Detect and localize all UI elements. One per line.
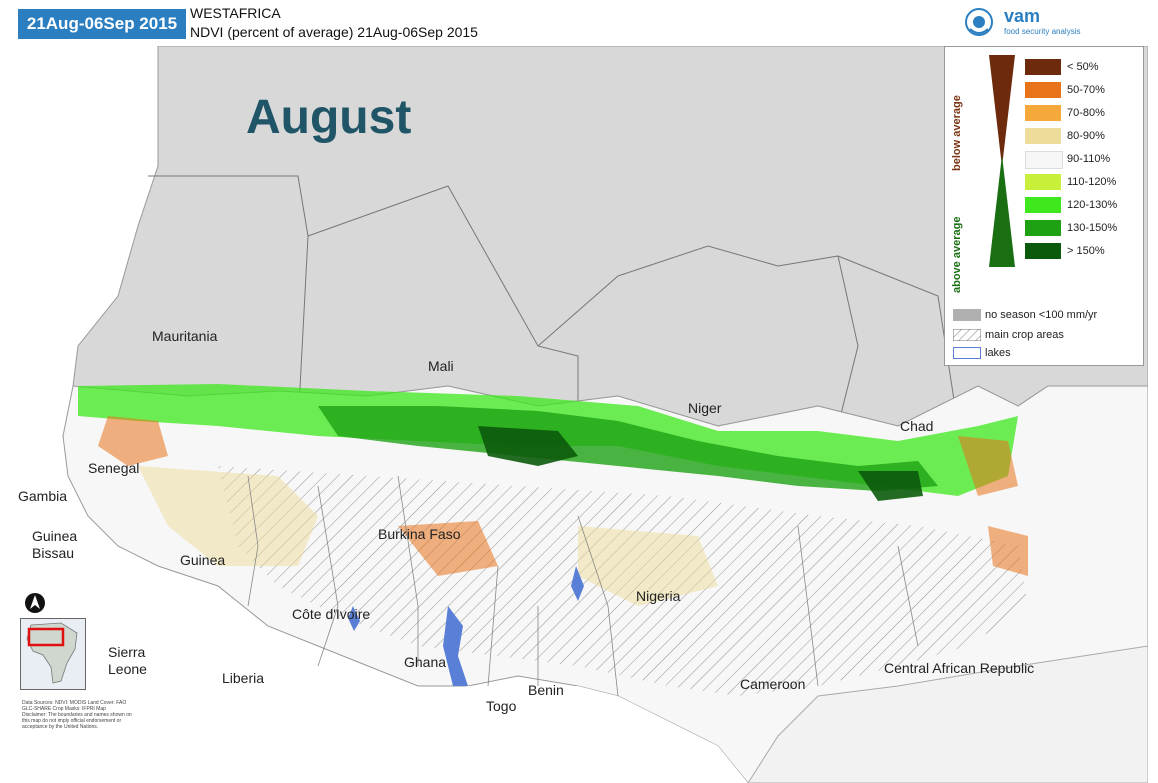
north-arrow-icon [25, 593, 45, 613]
legend-crop-areas: main crop areas [985, 329, 1064, 341]
gulf-of-guinea [18, 546, 748, 783]
locator-inset-map [20, 618, 86, 690]
swatch-gt150 [1025, 243, 1061, 259]
legend-80-90: 80-90% [1067, 130, 1105, 142]
wfp-logo-icon [965, 8, 993, 36]
data-sources-note: Data Sources: NDVI: MODIS Land Cover: FA… [22, 700, 132, 730]
above-average-wedge-icon [989, 155, 1015, 267]
month-label: August [246, 91, 412, 144]
lake-volta [443, 606, 468, 686]
label-guinea: Guinea [180, 552, 226, 568]
label-senegal: Senegal [88, 460, 140, 476]
legend-no-season: no season <100 mm/yr [985, 309, 1098, 321]
swatch-lt50 [1025, 59, 1061, 75]
border-mauritania-mali [148, 175, 309, 427]
swatch-90-110 [1025, 151, 1063, 169]
above-average-label: above average [951, 216, 963, 293]
legend-50-70: 50-70% [1067, 84, 1105, 96]
swatch-no-season [953, 309, 981, 321]
lake-kainji [571, 566, 584, 601]
label-nigeria: Nigeria [636, 588, 681, 604]
label-sierra-leone: Sierra Leone [108, 644, 147, 677]
legend-120-130: 120-130% [1067, 199, 1118, 211]
central-africa-land [747, 645, 1148, 783]
label-benin: Benin [528, 682, 564, 698]
border-chad [837, 255, 959, 427]
label-togo: Togo [486, 698, 517, 714]
region-title: WESTAFRICA [190, 5, 281, 21]
label-burkina-faso: Burkina Faso [378, 526, 461, 542]
swatch-crop-areas [953, 329, 981, 341]
legend-lt50: < 50% [1067, 61, 1099, 73]
label-liberia: Liberia [222, 670, 265, 686]
label-gambia: Gambia [18, 488, 68, 504]
legend-130-150: 130-150% [1067, 222, 1118, 234]
vam-logo-text: vam [1004, 6, 1041, 26]
below-average-wedge-icon [989, 55, 1015, 167]
legend-90-110: 90-110% [1067, 153, 1111, 165]
below-average-label: below average [951, 95, 963, 171]
swatch-120-130 [1025, 197, 1061, 213]
legend-gt150: > 150% [1067, 245, 1105, 257]
swatch-70-80 [1025, 105, 1061, 121]
label-guinea-bissau: Guinea Bissau [32, 528, 78, 561]
legend-70-80: 70-80% [1067, 107, 1105, 119]
label-mali: Mali [428, 358, 454, 374]
swatch-lakes [953, 347, 981, 359]
label-mauritania: Mauritania [152, 328, 218, 344]
country-borders-south [247, 475, 919, 697]
label-chad: Chad [900, 418, 934, 434]
africa-outline-icon [26, 622, 78, 684]
ndvi-very-high-patches [478, 426, 923, 501]
legend-lakes: lakes [985, 347, 1011, 359]
label-cameroon: Cameroon [740, 676, 806, 692]
vam-logo-subtext: food security analysis [1004, 27, 1081, 36]
lake-kossou [348, 606, 360, 631]
label-niger: Niger [688, 400, 722, 416]
map-subtitle: NDVI (percent of average) 21Aug-06Sep 20… [190, 24, 478, 40]
map-legend: below average above average < 50% 50-70%… [944, 46, 1144, 366]
label-central-african-republic: Central African Republic [884, 660, 1035, 676]
swatch-110-120 [1025, 174, 1061, 190]
ndvi-mild-below-average [138, 466, 718, 606]
swatch-80-90 [1025, 128, 1061, 144]
swatch-50-70 [1025, 82, 1061, 98]
ndvi-high-band [318, 406, 938, 491]
label-cote-divoire: Côte d'Ivoire [292, 606, 371, 622]
swatch-130-150 [1025, 220, 1061, 236]
map-header: 21Aug-06Sep 2015 WESTAFRICA NDVI (percen… [0, 0, 1158, 46]
border-niger [537, 245, 859, 427]
label-ghana: Ghana [404, 654, 447, 670]
legend-110-120: 110-120% [1067, 176, 1117, 188]
date-badge: 21Aug-06Sep 2015 [18, 9, 186, 39]
